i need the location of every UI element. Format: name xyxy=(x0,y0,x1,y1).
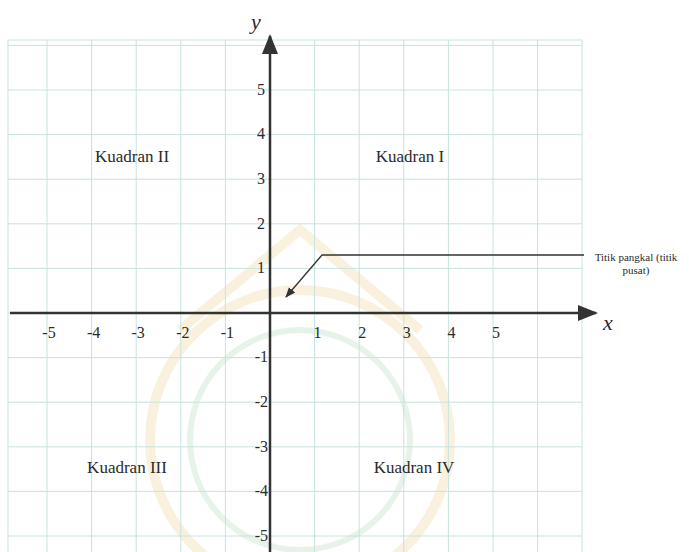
grid-line xyxy=(537,40,538,552)
quadrant-label: Kuadran IV xyxy=(374,458,455,478)
y-axis xyxy=(269,36,272,552)
quadrant-label: Kuadran I xyxy=(376,147,444,167)
tick-number: -1 xyxy=(221,324,234,342)
tick-number: -1 xyxy=(255,348,268,366)
tick-number: -4 xyxy=(255,482,268,500)
tick-number: 5 xyxy=(257,81,265,99)
grid-line xyxy=(493,40,494,552)
grid-border xyxy=(8,40,582,552)
tick-number: 3 xyxy=(257,170,265,188)
tick-number: 1 xyxy=(314,324,322,342)
grid-line xyxy=(225,40,226,552)
grid-line xyxy=(8,90,582,91)
callout-label: Titik pangkal (titik pusat) xyxy=(588,251,684,276)
grid-line xyxy=(8,357,582,358)
tick-number: 1 xyxy=(257,259,265,277)
grid-line xyxy=(47,40,48,552)
grid-line xyxy=(8,179,582,180)
grid-line xyxy=(8,536,582,537)
grid-line xyxy=(8,134,582,135)
grid-line xyxy=(314,40,315,552)
grid-line xyxy=(8,491,582,492)
tick-number: -4 xyxy=(87,324,100,342)
grid-line xyxy=(180,40,181,552)
tick-number: -5 xyxy=(42,324,55,342)
grid-line xyxy=(8,402,582,403)
quadrant-label: Kuadran III xyxy=(87,458,167,478)
axes xyxy=(10,36,596,552)
tick-number: -3 xyxy=(132,324,145,342)
leader-line xyxy=(286,255,584,297)
quadrant-label: Kuadran II xyxy=(95,147,169,167)
tick-number: 2 xyxy=(358,324,366,342)
grid-line xyxy=(8,45,582,46)
tick-number: 4 xyxy=(257,125,265,143)
tick-number: -2 xyxy=(176,324,189,342)
grid-lines xyxy=(8,40,582,552)
axis-name: y xyxy=(251,9,261,34)
tick-number: 4 xyxy=(447,324,455,342)
grid-line xyxy=(8,446,582,447)
tick-number: 2 xyxy=(257,215,265,233)
tick-number: -5 xyxy=(255,527,268,545)
tick-number: 3 xyxy=(403,324,411,342)
watermark-logo xyxy=(150,230,450,552)
tick-number: -2 xyxy=(255,393,268,411)
tick-number: -3 xyxy=(255,438,268,456)
grid-line xyxy=(8,268,582,269)
tick-number: 5 xyxy=(492,324,500,342)
grid-line xyxy=(8,223,582,224)
axis-name: x xyxy=(603,310,613,335)
grid-line xyxy=(359,40,360,552)
x-axis xyxy=(10,312,596,315)
